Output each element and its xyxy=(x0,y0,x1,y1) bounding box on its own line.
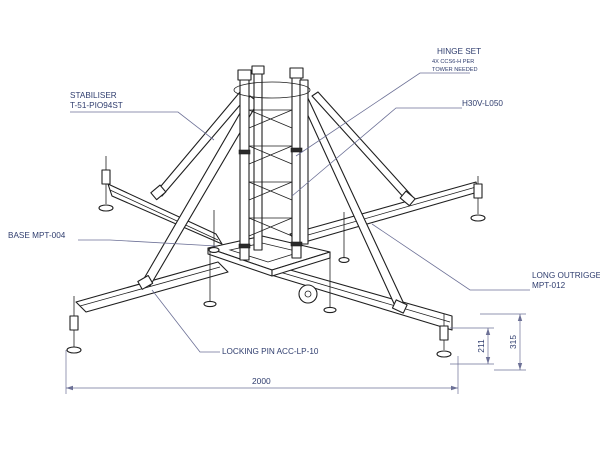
long-outrigger-code-label: MPT-012 xyxy=(532,281,566,290)
inner-height-dimension-label: 211 xyxy=(476,339,486,353)
h30v-label: H30V-L050 xyxy=(462,99,503,108)
hinge-set-note-2: TOWER NEEDED xyxy=(432,67,478,73)
dimension-lines xyxy=(65,313,526,394)
hinge-set-label: HINGE SET xyxy=(437,47,481,56)
outrigger-arms xyxy=(75,181,479,331)
base-label: BASE MPT-004 xyxy=(8,231,66,240)
locking-pin-label: LOCKING PIN ACC-LP-10 xyxy=(222,347,319,356)
hinge-set-note-1: 4X CCS6-H PER xyxy=(432,59,474,65)
outer-height-dimension-label: 315 xyxy=(508,335,518,349)
truss-tower xyxy=(233,65,311,261)
leader-lines xyxy=(70,72,530,353)
stabiliser-braces xyxy=(137,91,416,314)
stabiliser-label: STABILISER xyxy=(70,91,117,100)
stabiliser-code-label: T-51-PIO94ST xyxy=(70,101,123,110)
leveling-feet xyxy=(66,156,486,358)
width-dimension-label: 2000 xyxy=(252,376,271,386)
long-outrigger-label: LONG OUTRIGGER xyxy=(532,271,600,280)
